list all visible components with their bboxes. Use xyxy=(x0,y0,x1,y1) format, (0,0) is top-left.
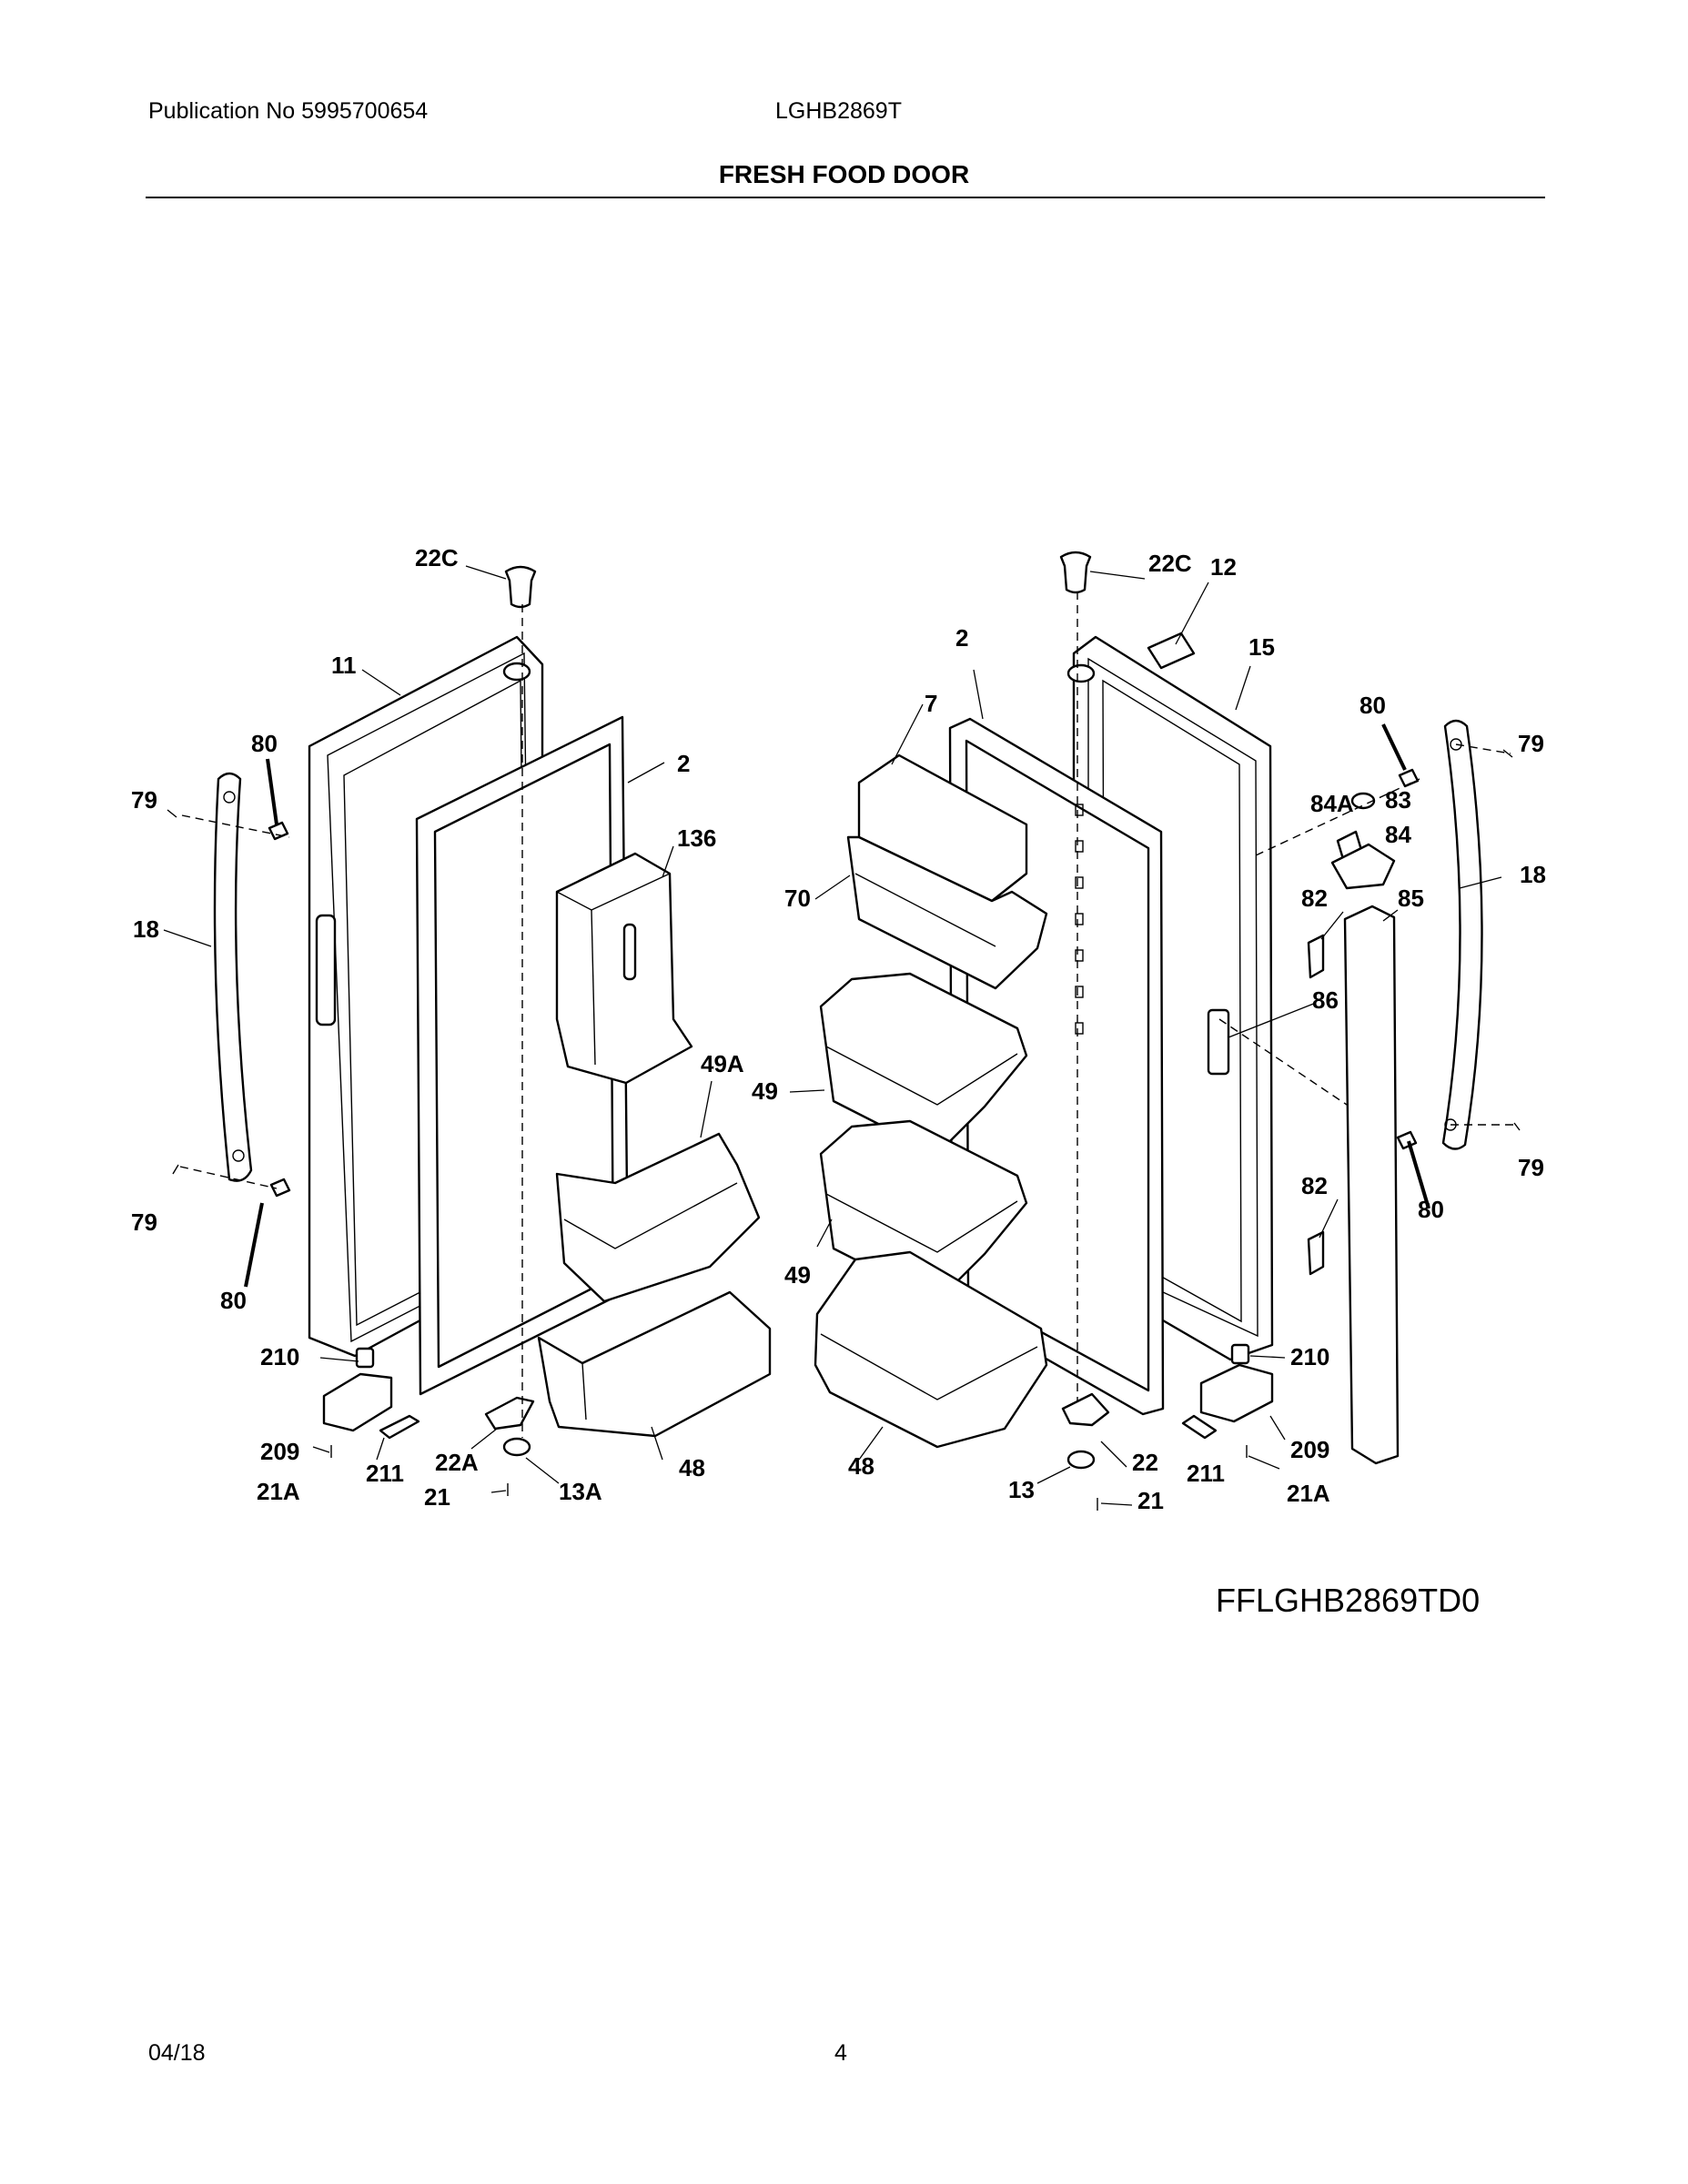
callout-13a: 13A xyxy=(559,1478,602,1505)
callout-211-left: 211 xyxy=(366,1460,404,1487)
callout-2-left: 2 xyxy=(677,750,690,777)
part-85-strip xyxy=(1343,905,1400,1465)
callout-21-right: 21 xyxy=(1137,1487,1164,1514)
part-48-bin-right xyxy=(814,1250,1048,1449)
callout-209-right: 209 xyxy=(1290,1436,1329,1463)
publication-number: Publication No 5995700654 xyxy=(148,98,429,124)
callout-79-left-bottom: 79 xyxy=(131,1208,157,1236)
callout-22a: 22A xyxy=(435,1449,479,1476)
part-210-bushing-right xyxy=(1230,1343,1250,1365)
part-209-hinge-left xyxy=(322,1372,393,1432)
part-211-cover-right xyxy=(1181,1414,1218,1440)
part-210-bushing-left xyxy=(355,1347,375,1369)
part-13a-cam-left xyxy=(502,1437,531,1457)
callout-80-left-bottom: 80 xyxy=(220,1287,247,1314)
part-80-fastener-right-bottom xyxy=(1396,1130,1418,1150)
part-80-fastener-right-top xyxy=(1398,768,1420,788)
callout-21a-right: 21A xyxy=(1287,1480,1330,1507)
part-82-bracket-top xyxy=(1307,934,1325,979)
model-number: LGHB2869T xyxy=(775,98,902,124)
callout-21a-left: 21A xyxy=(257,1478,300,1505)
callout-22c-right: 22C xyxy=(1148,550,1192,577)
callout-21-left: 21 xyxy=(424,1483,450,1511)
callout-12: 12 xyxy=(1210,553,1237,581)
part-22c-right xyxy=(1059,551,1092,594)
callout-79-right-bottom: 79 xyxy=(1518,1154,1544,1181)
part-80-fastener-left-top xyxy=(268,821,289,841)
callout-82-top: 82 xyxy=(1301,885,1328,912)
callout-210-left: 210 xyxy=(260,1343,299,1370)
part-22-hinge-right xyxy=(1061,1392,1110,1427)
gasket-right-shelf-clips xyxy=(1075,804,1084,1035)
callout-49-top: 49 xyxy=(752,1077,778,1105)
callout-86: 86 xyxy=(1312,986,1339,1014)
page-number: 4 xyxy=(834,2040,847,2066)
part-79-screw-left-bottom xyxy=(172,1164,179,1175)
part-79-screw-left-top xyxy=(167,809,177,818)
part-12-label xyxy=(1147,632,1196,670)
callout-18-right: 18 xyxy=(1520,861,1546,888)
part-79-screw-right-bottom xyxy=(1513,1122,1521,1131)
part-80-fastener-left-bottom xyxy=(269,1178,291,1198)
callout-11: 11 xyxy=(331,652,357,679)
part-79-screw-right-top xyxy=(1502,749,1513,758)
part-82-bracket-bottom xyxy=(1307,1230,1325,1276)
callout-80-right-top: 80 xyxy=(1359,692,1386,719)
part-48-bin-left xyxy=(537,1290,772,1438)
part-211-cover-left xyxy=(379,1414,420,1440)
part-22a-hinge-left xyxy=(484,1396,535,1431)
callout-211-right: 211 xyxy=(1187,1460,1225,1487)
part-209-hinge-right xyxy=(1199,1363,1274,1423)
figure-code: FFLGHB2869TD0 xyxy=(1216,1582,1481,1619)
part-18-handle-right xyxy=(1441,719,1483,1150)
part-70-bin xyxy=(846,835,1048,990)
leader-lines xyxy=(163,565,1502,1506)
callout-82-bottom: 82 xyxy=(1301,1172,1328,1199)
callout-209-left: 209 xyxy=(260,1438,299,1465)
part-136-dairy-bin xyxy=(555,852,693,1085)
callout-49-bottom: 49 xyxy=(784,1261,811,1289)
part-18-handle-left xyxy=(213,772,253,1182)
callout-13-right: 13 xyxy=(1008,1476,1035,1503)
callout-2-right: 2 xyxy=(955,624,968,652)
callout-22c-left: 22C xyxy=(415,544,459,571)
callout-84: 84 xyxy=(1385,821,1411,848)
callout-85: 85 xyxy=(1398,885,1424,912)
callout-18-left: 18 xyxy=(133,915,159,943)
callout-80-left-top: 80 xyxy=(251,730,278,757)
callout-48-right: 48 xyxy=(848,1452,874,1480)
callout-136: 136 xyxy=(677,824,716,852)
callout-80-right-bottom: 80 xyxy=(1418,1196,1444,1223)
callout-84a: 84A xyxy=(1310,790,1354,817)
callout-79-right-top: 79 xyxy=(1518,730,1544,757)
callout-48-left: 48 xyxy=(679,1454,705,1481)
header-rule xyxy=(146,197,1545,198)
part-84-hinge-right xyxy=(1330,843,1396,890)
part-22c-left xyxy=(504,565,537,609)
callout-79-left-top: 79 xyxy=(131,786,157,814)
part-13-cam-right xyxy=(1066,1450,1096,1470)
callout-49a: 49A xyxy=(701,1050,744,1077)
footer-date: 04/18 xyxy=(148,2040,206,2066)
callout-70: 70 xyxy=(784,885,811,912)
part-86-switch xyxy=(1207,1008,1230,1076)
callout-15: 15 xyxy=(1248,633,1275,661)
callout-210-right: 210 xyxy=(1290,1343,1329,1370)
callout-83: 83 xyxy=(1385,786,1411,814)
page-title: FRESH FOOD DOOR xyxy=(718,160,970,188)
part-49a-bin xyxy=(555,1132,761,1303)
callout-7: 7 xyxy=(925,690,937,717)
part-83-bushing xyxy=(1350,792,1376,810)
part-49-bin-upper xyxy=(819,972,1028,1156)
callout-22-right: 22 xyxy=(1132,1449,1158,1476)
